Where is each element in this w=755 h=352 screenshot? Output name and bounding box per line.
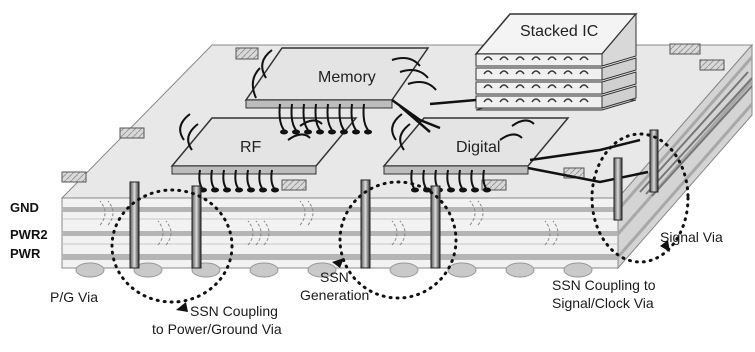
ssn-coupling-pg-label-2: to Power/Ground Via	[152, 321, 282, 337]
pg-via-2	[192, 186, 201, 268]
ssn-generation-label-1: SSN	[320, 269, 349, 285]
layer-label-pwr: PWR	[10, 246, 41, 261]
pg-via-label: P/G Via	[50, 289, 98, 305]
ssn-generation-label-2: Generation	[300, 287, 369, 303]
layer-label-gnd: GND	[10, 200, 39, 215]
digital-label: Digital	[456, 139, 500, 156]
ssn-coupling-signal-label-1: SSN Coupling to	[552, 277, 656, 293]
stacked-ic: Stacked IC	[476, 14, 636, 110]
signal-via-label: Signal Via	[660, 229, 723, 245]
signal-via-1	[614, 158, 622, 220]
pg-via-4	[431, 186, 440, 268]
ssn-coupling-pg-label-1: SSN Coupling	[190, 303, 278, 319]
memory-label: Memory	[318, 69, 376, 86]
pg-via-1	[130, 182, 139, 268]
stacked-ic-label: Stacked IC	[520, 23, 598, 40]
signal-via-2	[650, 130, 658, 192]
layer-label-pwr2: PWR2	[10, 227, 48, 242]
ssn-coupling-signal-label-2: Signal/Clock Via	[552, 295, 654, 311]
rf-label: RF	[240, 139, 262, 156]
